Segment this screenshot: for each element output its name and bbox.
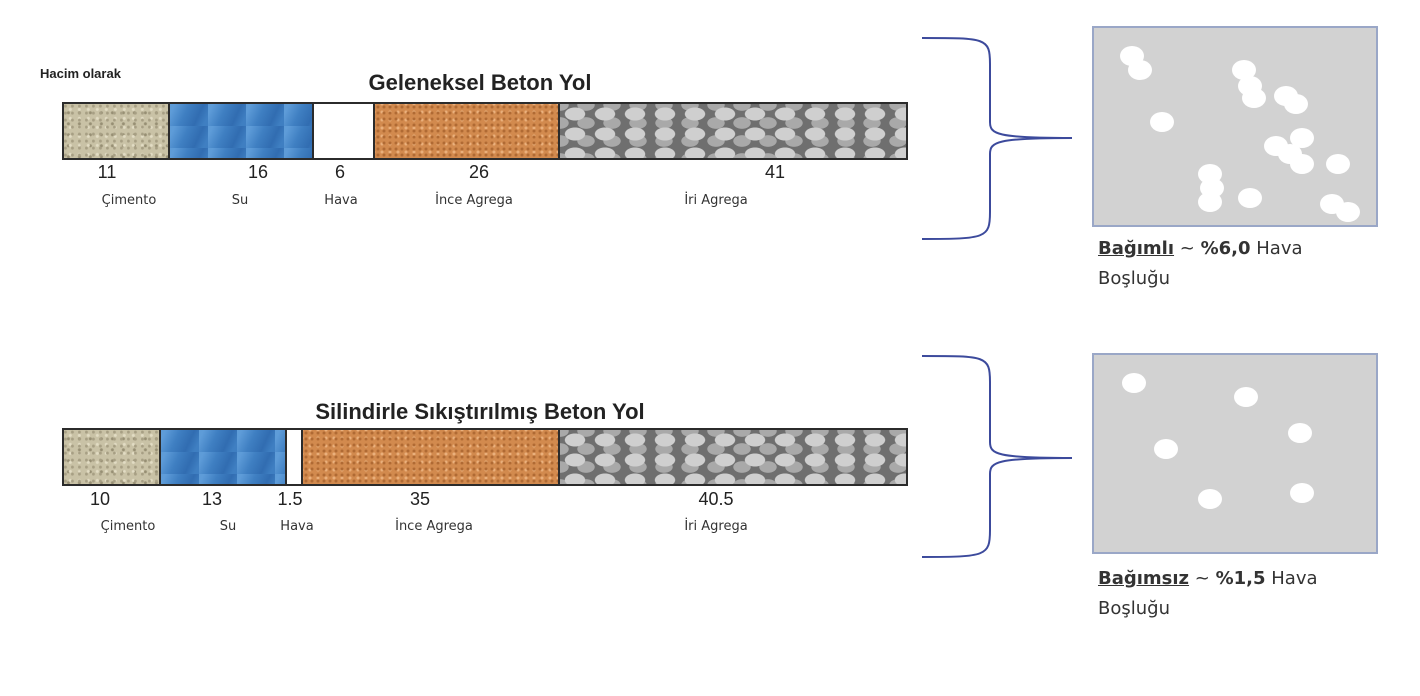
air-value: 1.5 <box>277 489 303 509</box>
cement-value: 11 <box>97 162 117 182</box>
air-bubble <box>1290 483 1314 503</box>
coarse-aggregate-label: İri Agrega <box>684 193 748 208</box>
caption-text-1: Hava <box>1256 238 1303 259</box>
water-label: Su <box>219 519 237 534</box>
air-bubble <box>1128 60 1152 80</box>
air-segment <box>314 104 375 158</box>
caption-text-2: Boşluğu <box>1098 268 1170 289</box>
coarse-aggregate-segment <box>560 104 906 158</box>
air-bubble <box>1232 60 1256 80</box>
air-bubble <box>1288 423 1312 443</box>
air-void-percent: %1,5 <box>1215 568 1266 589</box>
curly-brace-2 <box>921 355 1073 558</box>
fine-aggregate-segment <box>303 430 560 484</box>
rcc-mix-bar <box>62 428 908 486</box>
air-bubble <box>1198 489 1222 509</box>
fine-aggregate-value: 26 <box>468 162 490 182</box>
unit-label: Hacim olarak <box>40 66 121 81</box>
air-bubble <box>1290 128 1314 148</box>
cement-value: 10 <box>89 489 111 509</box>
air-bubble <box>1154 439 1178 459</box>
curly-brace-1 <box>921 37 1073 240</box>
entrained-air-void-panel <box>1092 26 1378 227</box>
air-bubble <box>1238 188 1262 208</box>
air-bubble <box>1234 387 1258 407</box>
coarse-aggregate-value: 41 <box>764 162 786 182</box>
air-label: Hava <box>324 193 358 208</box>
conventional-mix-bar <box>62 102 908 160</box>
caption-key: Bağımsız <box>1098 568 1190 589</box>
air-label: Hava <box>280 519 314 534</box>
cement-label: Çimento <box>100 519 156 534</box>
conventional-mix-title: Geleneksel Beton Yol <box>368 70 592 95</box>
caption-key: Bağımlı <box>1098 238 1175 259</box>
air-segment <box>287 430 303 484</box>
approx-sign: ~ <box>1194 568 1210 589</box>
water-label: Su <box>231 193 249 208</box>
coarse-aggregate-value: 40.5 <box>698 489 734 509</box>
water-segment <box>161 430 287 484</box>
air-bubble <box>1198 192 1222 212</box>
air-void-percent: %6,0 <box>1200 238 1251 259</box>
air-bubble <box>1242 88 1266 108</box>
air-value: 6 <box>334 162 346 182</box>
cement-segment <box>64 104 170 158</box>
entrained-air-caption: Bağımlı ~ %6,0 Hava Boşluğu <box>1098 234 1418 294</box>
air-bubble <box>1290 154 1314 174</box>
fine-aggregate-value: 35 <box>409 489 431 509</box>
cement-segment <box>64 430 161 484</box>
air-bubble <box>1326 154 1350 174</box>
coarse-aggregate-segment <box>560 430 906 484</box>
air-bubble <box>1284 94 1308 114</box>
air-bubble <box>1336 202 1360 222</box>
approx-sign: ~ <box>1179 238 1195 259</box>
fine-aggregate-label: İnce Agrega <box>435 193 513 208</box>
coarse-aggregate-label: İri Agrega <box>684 519 748 534</box>
caption-text-2: Boşluğu <box>1098 598 1170 619</box>
fine-aggregate-label: İnce Agrega <box>395 519 473 534</box>
water-value: 16 <box>247 162 269 182</box>
rcc-mix-title: Silindirle Sıkıştırılmış Beton Yol <box>315 399 645 424</box>
cement-label: Çimento <box>101 193 157 208</box>
water-value: 13 <box>201 489 223 509</box>
caption-text-1: Hava <box>1271 568 1318 589</box>
air-bubble <box>1150 112 1174 132</box>
fine-aggregate-segment <box>375 104 560 158</box>
air-bubble <box>1122 373 1146 393</box>
non-entrained-air-void-panel <box>1092 353 1378 554</box>
non-entrained-air-caption: Bağımsız ~ %1,5 Hava Boşluğu <box>1098 564 1418 624</box>
water-segment <box>170 104 314 158</box>
